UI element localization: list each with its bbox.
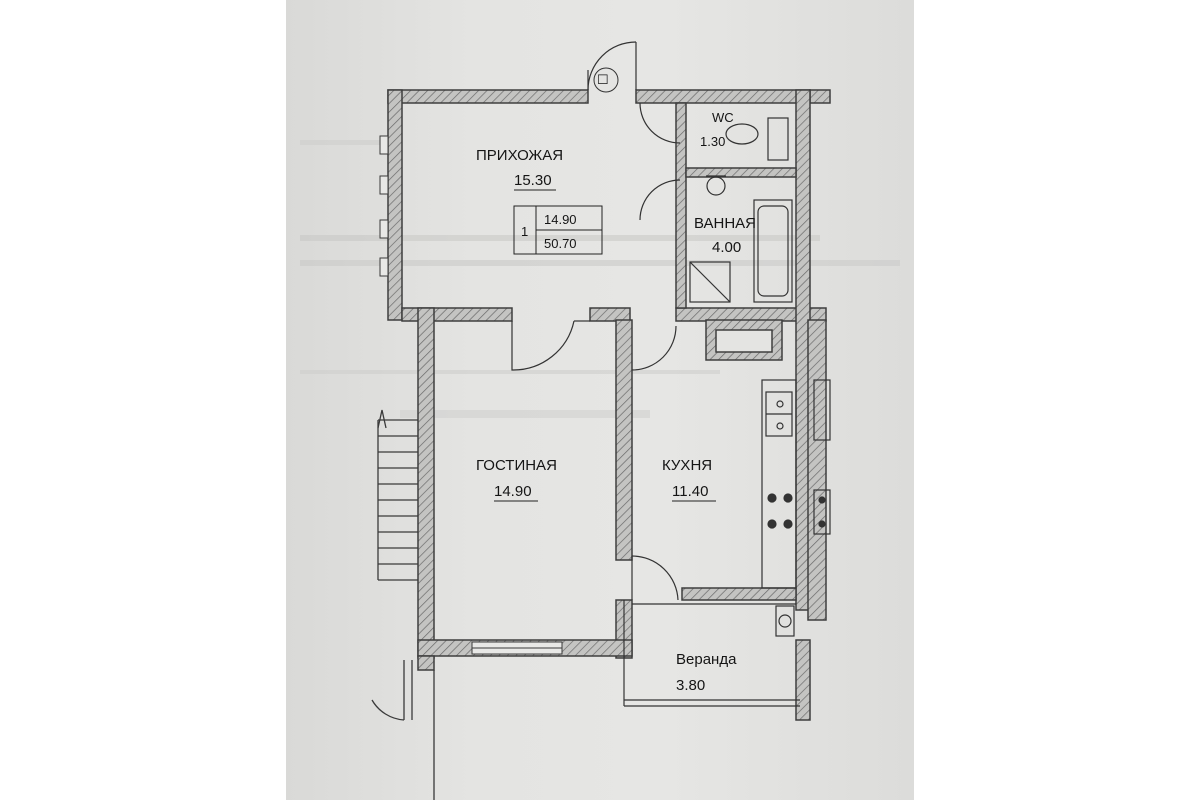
wc-fixtures (706, 117, 789, 196)
room-living: ГОСТИНАЯ 14.90 (476, 457, 557, 502)
wall-hall-top-right (635, 89, 811, 104)
room-hallway: ПРИХОЖАЯ 15.30 (476, 147, 563, 191)
wall-kitchen-bottom (681, 587, 797, 601)
wall-right-double (807, 319, 827, 621)
room-living-area: 14.90 (494, 483, 532, 500)
bathtub (689, 199, 793, 303)
room-hallway-name: ПРИХОЖАЯ (476, 147, 563, 164)
wall-hall-bottom-mid (589, 307, 631, 322)
wall-living-left (417, 307, 435, 659)
summary-living-area: 14.90 (544, 212, 577, 227)
walls (387, 89, 831, 721)
bleed-through (300, 140, 900, 418)
room-veranda-name: Веранда (676, 651, 737, 668)
entrance-marker: ☐ (593, 67, 619, 93)
room-living-name: ГОСТИНАЯ (476, 457, 557, 474)
wall-hall-left (387, 89, 403, 321)
stairs (371, 409, 435, 800)
kitchen-counter (761, 379, 831, 637)
veranda-outline (623, 600, 800, 707)
summary-number: 1 (521, 224, 528, 239)
room-kitchen: КУХНЯ 11.40 (662, 457, 716, 502)
room-kitchen-area: 11.40 (672, 483, 708, 500)
summary-box: 1 14.90 50.70 (513, 205, 603, 255)
wall-bath-left (675, 102, 687, 309)
room-kitchen-name: КУХНЯ (662, 457, 712, 474)
room-bathroom: ВАННАЯ 4.00 (694, 215, 756, 256)
room-bathroom-name: ВАННАЯ (694, 215, 756, 232)
wall-wc-bath (685, 167, 797, 178)
room-wc: WC 1.30 (700, 110, 734, 149)
wall-right-lower (795, 639, 811, 721)
room-wc-area: 1.30 (700, 134, 725, 149)
summary-total-area: 50.70 (544, 236, 577, 251)
room-veranda: Веранда 3.80 (676, 651, 737, 694)
windows (379, 135, 563, 655)
doors (511, 41, 681, 601)
wall-top-stub (809, 89, 831, 104)
wall-living-corner (417, 655, 435, 671)
room-wc-name: WC (712, 110, 734, 125)
svg-text:☐: ☐ (597, 72, 609, 87)
room-bathroom-area: 4.00 (712, 239, 741, 256)
wall-living-right-upper (615, 319, 633, 561)
wall-hall-top-left (387, 89, 589, 104)
room-hallway-area: 15.30 (514, 172, 552, 189)
room-veranda-area: 3.80 (676, 677, 705, 694)
